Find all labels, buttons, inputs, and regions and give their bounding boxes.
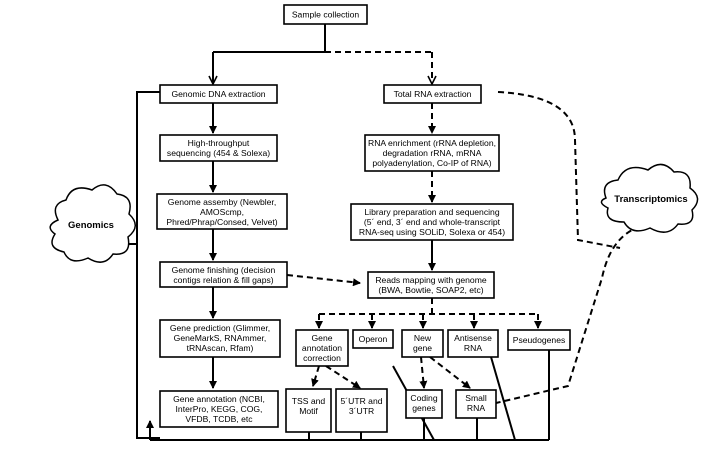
node-text-line: 3´UTR [349, 406, 374, 416]
arrow-to-utr [325, 365, 361, 389]
node-operon: Operon [352, 329, 394, 349]
node-text-line: gene [413, 343, 432, 353]
node-text-line: Genome finishing (decision [172, 265, 276, 275]
node-text-line: RNA enrichment (rRNA depletion, [368, 138, 496, 148]
node-gene-prediction: Gene prediction (Glimmer, GeneMarkS, RNA… [159, 319, 281, 358]
node-rna-enrichment: RNA enrichment (rRNA depletion, degradat… [364, 134, 500, 172]
node-gene-annotation-correction: Gene annotation correction [295, 329, 349, 367]
transcriptomics-label: Transcriptomics [614, 194, 687, 205]
node-high-throughput-sequencing: High-throughput sequencing (454 & Solexa… [159, 134, 278, 162]
node-genome-assembly: Genome assemby (Newbler, AMOScmp, Phred/… [156, 193, 288, 230]
node-gene-annotation: Gene annotation (NCBI, InterPro, KEGG, C… [159, 390, 279, 428]
node-text-line: VFDB, TCDB, etc [185, 414, 253, 424]
node-text-line: sequencing (454 & Solexa) [167, 148, 270, 158]
node-text-line: Motif [299, 406, 318, 416]
node-text-line: Phred/Phrap/Consed, Velvet) [166, 217, 277, 227]
arrow-finishing-to-mapping [286, 274, 361, 287]
node-text-line: TSS and [292, 396, 326, 406]
node-sample-collection: Sample collection [283, 4, 368, 25]
node-text-line: tRNAscan, Rfam) [187, 343, 254, 353]
node-genome-finishing: Genome finishing (decision contigs relat… [159, 261, 288, 288]
node-text-line: contigs relation & fill gaps) [173, 275, 273, 285]
genomics-cloud: Genomics [49, 184, 136, 263]
node-text-line: High-throughput [188, 138, 250, 148]
node-text-line: RNA-seq using SOLiD, Solexa or 454) [359, 227, 505, 237]
node-text-line: annotation [302, 343, 342, 353]
node-tss-motif: TSS and Motif [285, 388, 332, 433]
node-utr: 5´UTR and 3´UTR [335, 388, 388, 433]
node-text-line: polyadenylation, Co-IP of RNA) [372, 158, 491, 168]
node-genomic-dna-extraction: Genomic DNA extraction [159, 84, 278, 104]
node-text-line: Antisense [454, 333, 492, 343]
node-total-rna-extraction: Total RNA extraction [383, 84, 482, 104]
connectors [124, 24, 651, 441]
node-text-line: (5´ end, 3´ end and whole-transcript [364, 217, 501, 227]
transcriptomics-cloud: Transcriptomics [600, 163, 699, 233]
node-text-line: New [414, 333, 432, 343]
node-reads-mapping: Reads mapping with genome (BWA, Bowtie, … [367, 271, 495, 299]
node-pseudogenes: Pseudogenes [507, 329, 571, 351]
genomics-bracket [136, 91, 160, 439]
node-text-line: (BWA, Bowtie, SOAP2, etc) [378, 285, 483, 295]
genomics-label: Genomics [68, 220, 114, 231]
node-text-line: Reads mapping with genome [375, 275, 487, 285]
node-text-line: Gene prediction (Glimmer, [170, 323, 270, 333]
node-small-rna: Small RNA [455, 389, 497, 419]
transcriptomics-boundary-bottom [495, 223, 651, 404]
node-text-line: genes [412, 403, 435, 413]
node-text-line: Coding [410, 393, 437, 403]
node-text-line: Operon [359, 334, 388, 344]
node-new-gene: New gene [401, 329, 444, 358]
node-text-line: degradation rRNA, mRNA [383, 148, 482, 158]
node-text-line: Pseudogenes [513, 335, 566, 345]
node-text-line: Genomic DNA extraction [171, 89, 265, 99]
node-text-line: Small [465, 393, 487, 403]
node-text-line: Sample collection [292, 10, 360, 20]
node-text-line: Gene [311, 333, 332, 343]
arrow-to-coding-genes [419, 356, 428, 389]
node-text-line: 5´UTR and [340, 396, 382, 406]
node-library-preparation: Library preparation and sequencing (5´ e… [350, 203, 514, 241]
node-text-line: GeneMarkS, RNAmmer, [174, 333, 267, 343]
node-text-line: RNA [464, 343, 482, 353]
node-text-line: Genome assemby (Newbler, [168, 197, 276, 207]
node-text-line: Library preparation and sequencing [364, 207, 499, 217]
transcriptomics-boundary-top [497, 91, 621, 249]
node-text-line: RNA [467, 403, 485, 413]
node-text-line: InterPro, KEGG, COG, [176, 404, 263, 414]
node-text-line: Gene annotation (NCBI, [173, 394, 265, 404]
node-text-line: AMOScmp, [200, 207, 244, 217]
arrow-to-small-rna [429, 356, 471, 389]
arrow-to-tss [311, 365, 320, 387]
node-coding-genes: Coding genes [405, 389, 443, 419]
node-text-line: Total RNA extraction [394, 89, 472, 99]
node-antisense-rna: Antisense RNA [447, 329, 499, 358]
node-text-line: correction [303, 353, 341, 363]
